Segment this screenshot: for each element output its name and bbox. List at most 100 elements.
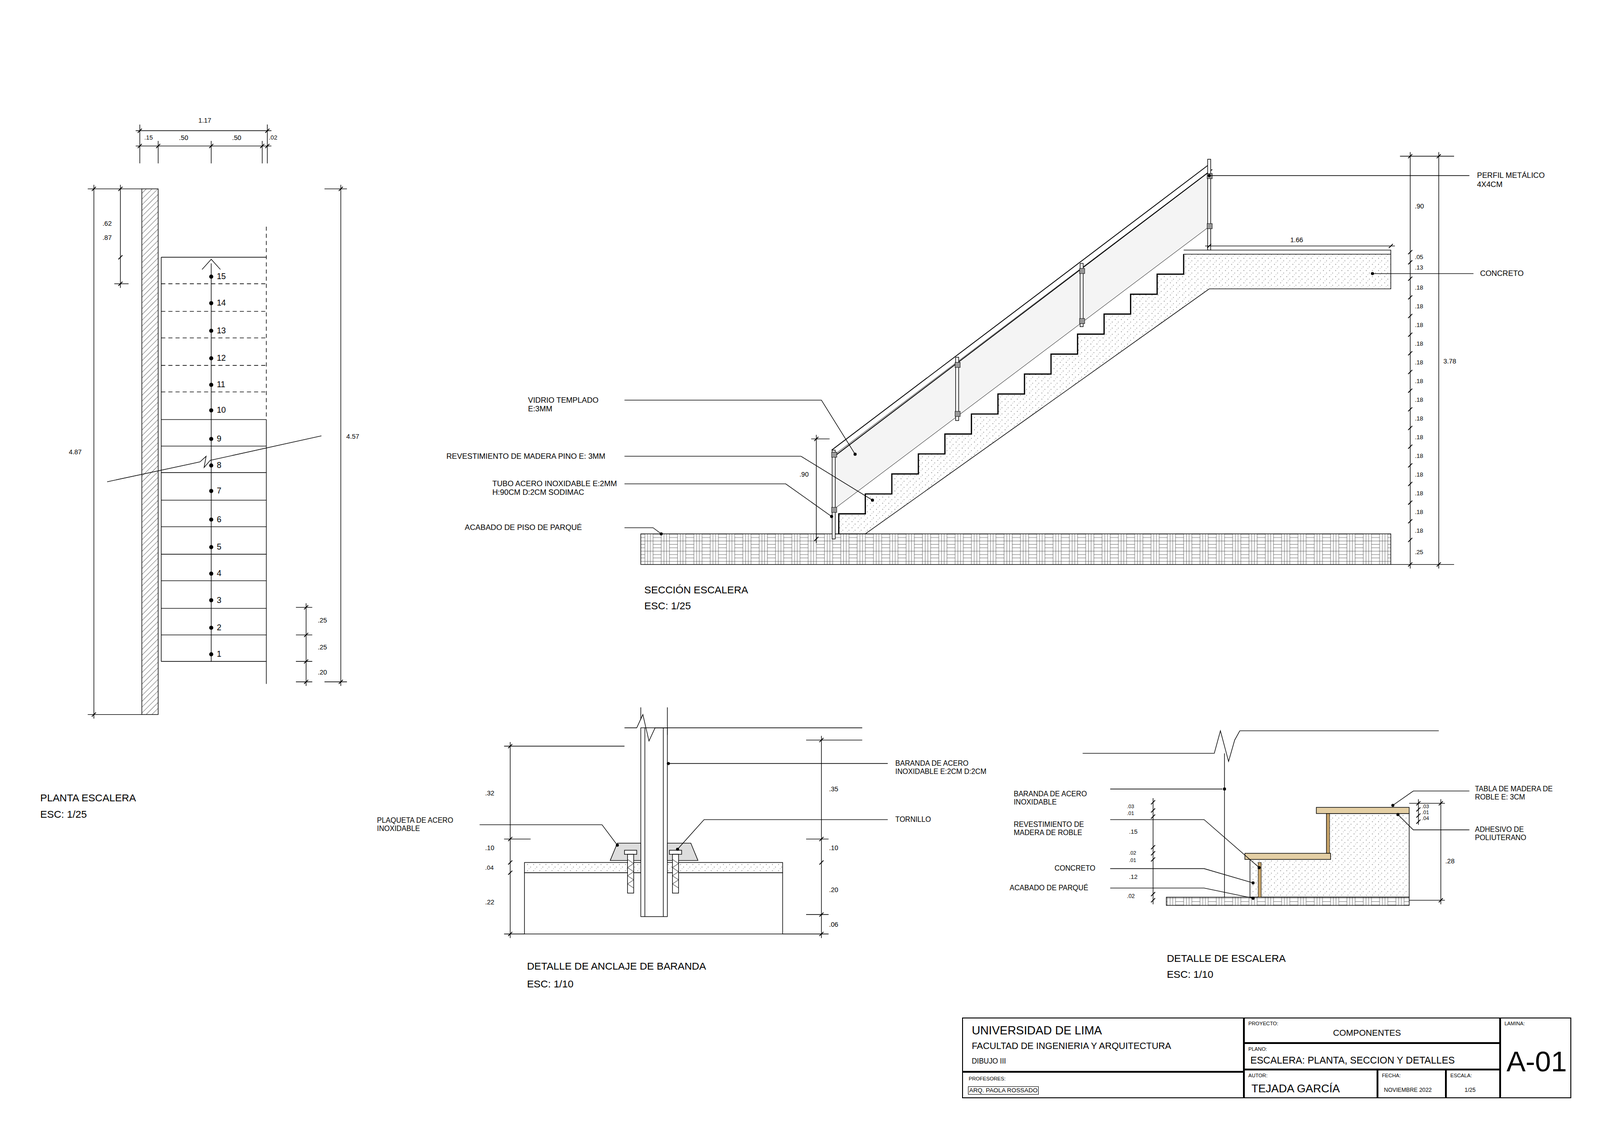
dimension-text: .28: [1444, 857, 1456, 865]
field-value: DIBUJO III: [971, 1056, 1007, 1066]
field-label: FECHA:: [1381, 1072, 1402, 1079]
callout-text: CONCRETO: [1479, 269, 1525, 278]
callout-text: PERFIL METÁLICO 4X4CM: [1476, 170, 1569, 189]
step-number: 4: [216, 568, 222, 579]
dimension-text: .18: [1414, 471, 1424, 478]
dimension-text: .13: [1414, 264, 1424, 271]
field-value: NOVIEMBRE 2022: [1383, 1086, 1433, 1093]
dimension-text: .06: [828, 920, 839, 929]
callout-text: TORNILLO: [895, 815, 932, 824]
dimension-text: .05: [1414, 253, 1424, 261]
dimension-text: .22: [484, 898, 495, 907]
field-value: COMPONENTES: [1332, 1027, 1402, 1038]
step-number: 12: [216, 353, 227, 363]
callout-text: CONCRETO: [1054, 864, 1096, 873]
title-block-cell: FECHA: NOVIEMBRE 2022: [1377, 1069, 1446, 1098]
dimension-text: .32: [484, 789, 495, 798]
title-block-cell: ESCALA: 1/25: [1445, 1069, 1501, 1098]
dimension-text: .02: [268, 134, 279, 141]
dimension-text: .04: [1421, 815, 1430, 822]
dimension-text: .25: [317, 616, 328, 625]
dimension-text: 3.78: [1442, 357, 1457, 366]
scale-note: ESC: 1/25: [39, 808, 88, 821]
dimension-text: .03: [1126, 803, 1135, 810]
callout-text: DETALLE DE ESCALERA: [1166, 952, 1287, 965]
dimension-text: .01: [1126, 810, 1135, 817]
dimension-text: .03: [1421, 803, 1430, 810]
dimension-text: .50: [231, 134, 242, 142]
step-number: 2: [216, 622, 222, 633]
field-value: ARQ. PAOLA ROSSADO: [968, 1086, 1039, 1094]
field-label: PROYECTO:: [1247, 1020, 1279, 1027]
dimension-text: .12: [1128, 873, 1139, 881]
dimension-text: .18: [1414, 396, 1424, 404]
title-block-cell: AUTOR:TEJADA GARCÍA: [1243, 1069, 1378, 1098]
dimension-text: .18: [1414, 489, 1424, 497]
step-number: 7: [216, 486, 222, 496]
dimension-text: .18: [1414, 433, 1424, 441]
field-value: A-01: [1506, 1044, 1568, 1078]
dimension-text: .18: [1414, 377, 1424, 385]
title-block-cell: PROYECTO: COMPONENTES: [1243, 1017, 1501, 1043]
step-number: 15: [216, 271, 227, 282]
callout-text: PLANTA ESCALERA: [39, 792, 137, 804]
dimension-text: .18: [1414, 452, 1424, 460]
step-number: 3: [216, 595, 222, 606]
field-label: LAMINA:: [1503, 1020, 1526, 1027]
dimension-text: .18: [1414, 527, 1424, 534]
callout-text: ACABADO DE PARQUÉ: [1009, 883, 1089, 892]
dimension-text: .02: [1126, 892, 1136, 900]
dimension-text: .01: [1421, 809, 1430, 816]
dimension-text: .87: [102, 233, 113, 242]
dimension-text: .10: [484, 844, 495, 852]
callout-text: REVESTIMIENTO DE MADERA DE ROBLE: [1013, 820, 1101, 837]
dimension-text: .18: [1414, 321, 1424, 329]
dimension-text: .01: [1128, 857, 1137, 864]
dimension-text: .62: [102, 219, 113, 228]
field-label: UNIVERSIDAD DE LIMA: [971, 1023, 1103, 1038]
dimension-text: .18: [1414, 284, 1424, 291]
dimension-text: .50: [178, 134, 189, 142]
callout-text: SECCIÓN ESCALERA: [643, 584, 749, 596]
field-value: FACULTAD DE INGENIERIA Y ARQUITECTURA: [971, 1040, 1172, 1052]
step-number: 11: [216, 379, 226, 390]
field-value: 1/25: [1464, 1086, 1476, 1093]
title-block-cell: LAMINA: A-01: [1500, 1017, 1572, 1098]
dimension-text: .90: [798, 470, 809, 479]
dimension-text: .04: [484, 864, 495, 871]
field-value: ESCALERA: PLANTA, SECCION Y DETALLES: [1249, 1054, 1456, 1066]
scale-note: ESC: 1/10: [526, 978, 575, 990]
scale-note: ESC: 1/10: [1166, 968, 1214, 981]
dimension-text: 1.17: [197, 116, 212, 125]
step-number: 9: [216, 434, 222, 444]
step-number: 5: [216, 542, 222, 552]
step-number: 6: [216, 514, 222, 525]
step-number: 14: [216, 298, 227, 308]
dimension-text: .15: [1128, 828, 1139, 835]
dimension-text: .15: [144, 134, 154, 141]
callout-text: VIDRIO TEMPLADO E:3MM: [527, 395, 621, 414]
field-label: ESCALA:: [1449, 1072, 1473, 1079]
dimension-text: .18: [1414, 508, 1424, 516]
dimension-text: 4.57: [346, 432, 360, 441]
title-block-cell: PLANO:ESCALERA: PLANTA, SECCION Y DETALL…: [1243, 1042, 1501, 1070]
title-block-cell: UNIVERSIDAD DE LIMA FACULTAD DE INGENIERI…: [962, 1017, 1244, 1072]
dimension-text: .20: [317, 668, 328, 677]
callout-text: BARANDA DE ACERO INOXIDABLE: [1013, 789, 1101, 807]
step-number: 8: [216, 460, 222, 471]
dimension-text: .25: [317, 643, 328, 652]
step-number: 10: [216, 405, 227, 415]
dimension-text: .35: [828, 785, 839, 793]
callout-text: DETALLE DE ANCLAJE DE BARANDA: [526, 960, 707, 973]
callout-text: ADHESIVO DE POLIUTERANO: [1474, 825, 1568, 842]
dimension-text: .20: [828, 885, 839, 894]
callout-text: BARANDA DE ACERO INOXIDABLE E:2CM D:2CM: [895, 759, 999, 776]
step-number: 1: [216, 649, 222, 659]
dimension-text: .18: [1414, 302, 1424, 310]
dimension-text: .10: [828, 844, 839, 852]
scale-note: ESC: 1/25: [643, 600, 692, 612]
dimension-text: .90: [1414, 202, 1425, 211]
step-number: 13: [216, 326, 227, 336]
